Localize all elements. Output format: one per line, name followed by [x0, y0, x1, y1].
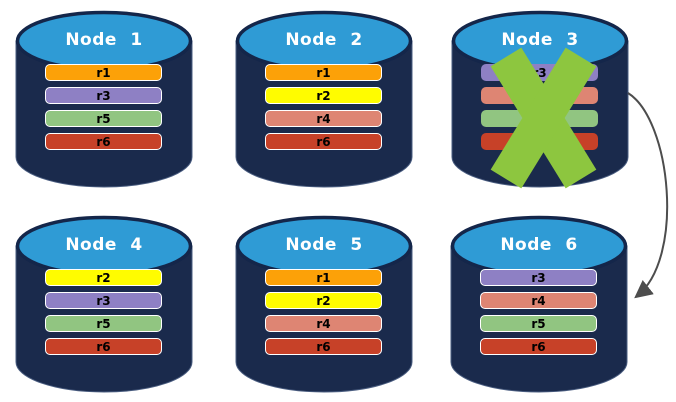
replica-bar-r6: r6 — [45, 133, 162, 150]
replica-list: r1 r3 r5 r6 — [45, 64, 162, 156]
node-5: Node 5 r1 r2 r4 r6 — [233, 214, 415, 394]
replica-list: r3 r4 r5 r6 — [480, 269, 597, 361]
node-3: Node 3 r3 — [449, 9, 631, 189]
replica-label: r6 — [316, 339, 331, 354]
replica-list: r1 r2 r4 r6 — [265, 64, 382, 156]
replica-bar-r3: r3 — [45, 87, 162, 104]
replica-label: r6 — [316, 134, 331, 149]
replica-label: r4 — [316, 111, 331, 126]
node-title: Node 4 — [65, 235, 143, 255]
replica-bar-r3: r3 — [480, 269, 597, 286]
node-6: Node 6 r3 r4 r5 r6 — [448, 214, 630, 394]
node-2: Node 2 r1 r2 r4 r6 — [233, 9, 415, 189]
replica-bar-r2: r2 — [265, 87, 382, 104]
replica-label: r4 — [531, 293, 546, 308]
replica-bar-r2: r2 — [45, 269, 162, 286]
replica-label: r6 — [96, 339, 111, 354]
replica-bar-r4: r4 — [480, 292, 597, 309]
replica-label: r1 — [316, 65, 331, 80]
replica-bar-r4: r4 — [265, 110, 382, 127]
failure-x-icon — [490, 47, 597, 189]
replica-bar-r6: r6 — [265, 338, 382, 355]
replica-bar-r6: r6 — [265, 133, 382, 150]
replica-label: r6 — [531, 339, 546, 354]
replica-bar-r6: r6 — [45, 338, 162, 355]
replica-bar-r5: r5 — [45, 315, 162, 332]
replica-list: r1 r2 r4 r6 — [265, 269, 382, 361]
node-title: Node 2 — [285, 30, 363, 50]
node-title: Node 1 — [65, 30, 143, 50]
replica-label: r5 — [96, 111, 111, 126]
replica-bar-r6: r6 — [480, 338, 597, 355]
replica-label: r3 — [96, 293, 111, 308]
node-title: Node 6 — [500, 235, 578, 255]
replica-label: r3 — [531, 270, 546, 285]
replica-bar-r1: r1 — [265, 269, 382, 286]
replica-label: r4 — [316, 316, 331, 331]
replica-label: r2 — [316, 293, 331, 308]
replica-bar-r5: r5 — [480, 315, 597, 332]
replica-bar-r5: r5 — [45, 110, 162, 127]
node-1: Node 1 r1 r3 r5 r6 — [13, 9, 195, 189]
node-title: Node 3 — [501, 30, 579, 50]
replica-bar-r4: r4 — [265, 315, 382, 332]
replica-bar-r2: r2 — [265, 292, 382, 309]
replica-label: r1 — [96, 65, 111, 80]
replica-label: r2 — [96, 270, 111, 285]
replica-label: r3 — [96, 88, 111, 103]
replica-label: r5 — [96, 316, 111, 331]
node-4: Node 4 r2 r3 r5 r6 — [13, 214, 195, 394]
node-title: Node 5 — [285, 235, 363, 255]
replica-bar-r1: r1 — [265, 64, 382, 81]
replica-bar-r3: r3 — [45, 292, 162, 309]
replica-label: r5 — [531, 316, 546, 331]
replica-label: r6 — [96, 134, 111, 149]
replica-bar-r1: r1 — [45, 64, 162, 81]
replica-list: r2 r3 r5 r6 — [45, 269, 162, 361]
replica-label: r2 — [316, 88, 331, 103]
replica-label: r1 — [316, 270, 331, 285]
